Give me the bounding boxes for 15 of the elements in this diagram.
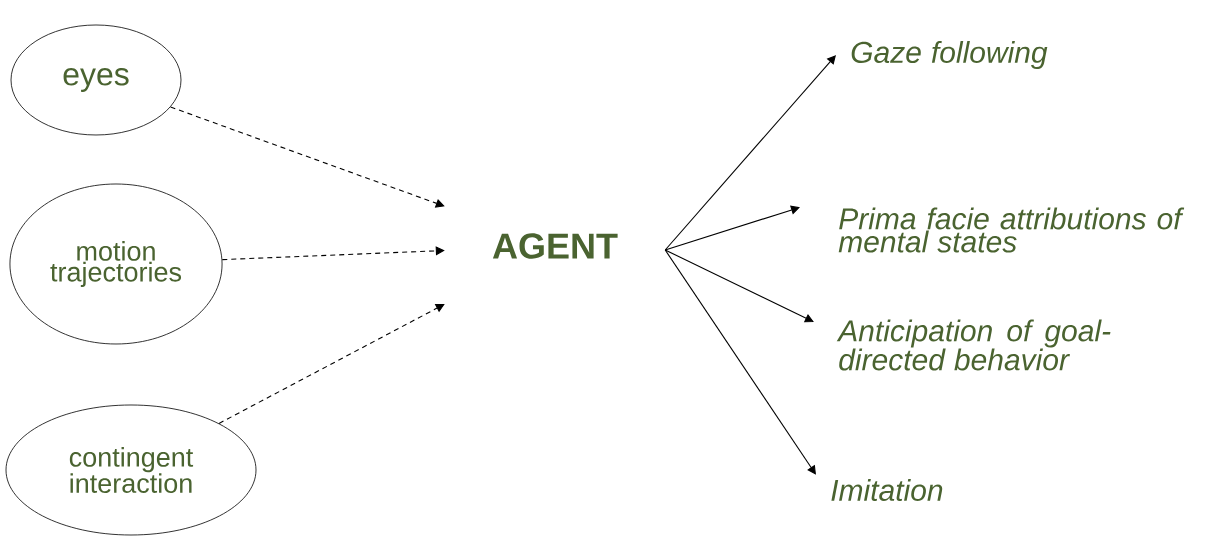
ellipse-node: motion trajectories <box>9 183 223 345</box>
arrow <box>218 304 445 424</box>
arrow <box>664 249 816 475</box>
agent-label: AGENT <box>492 233 618 259</box>
arrow <box>664 205 800 251</box>
arrow <box>170 106 445 208</box>
outcome-text: Imitation <box>831 479 943 501</box>
ellipse-node: eyes <box>10 24 182 136</box>
arrow <box>664 55 836 251</box>
arrow <box>664 249 814 323</box>
arrow <box>221 246 445 261</box>
outcome-text: Gaze following <box>851 41 1048 69</box>
ellipse-node: contingent interaction <box>5 404 257 536</box>
outcome-text: Anticipation of goal-directed behavior <box>836 319 1111 371</box>
outcome-text: Prima facie attributions of mental states <box>838 207 1185 253</box>
